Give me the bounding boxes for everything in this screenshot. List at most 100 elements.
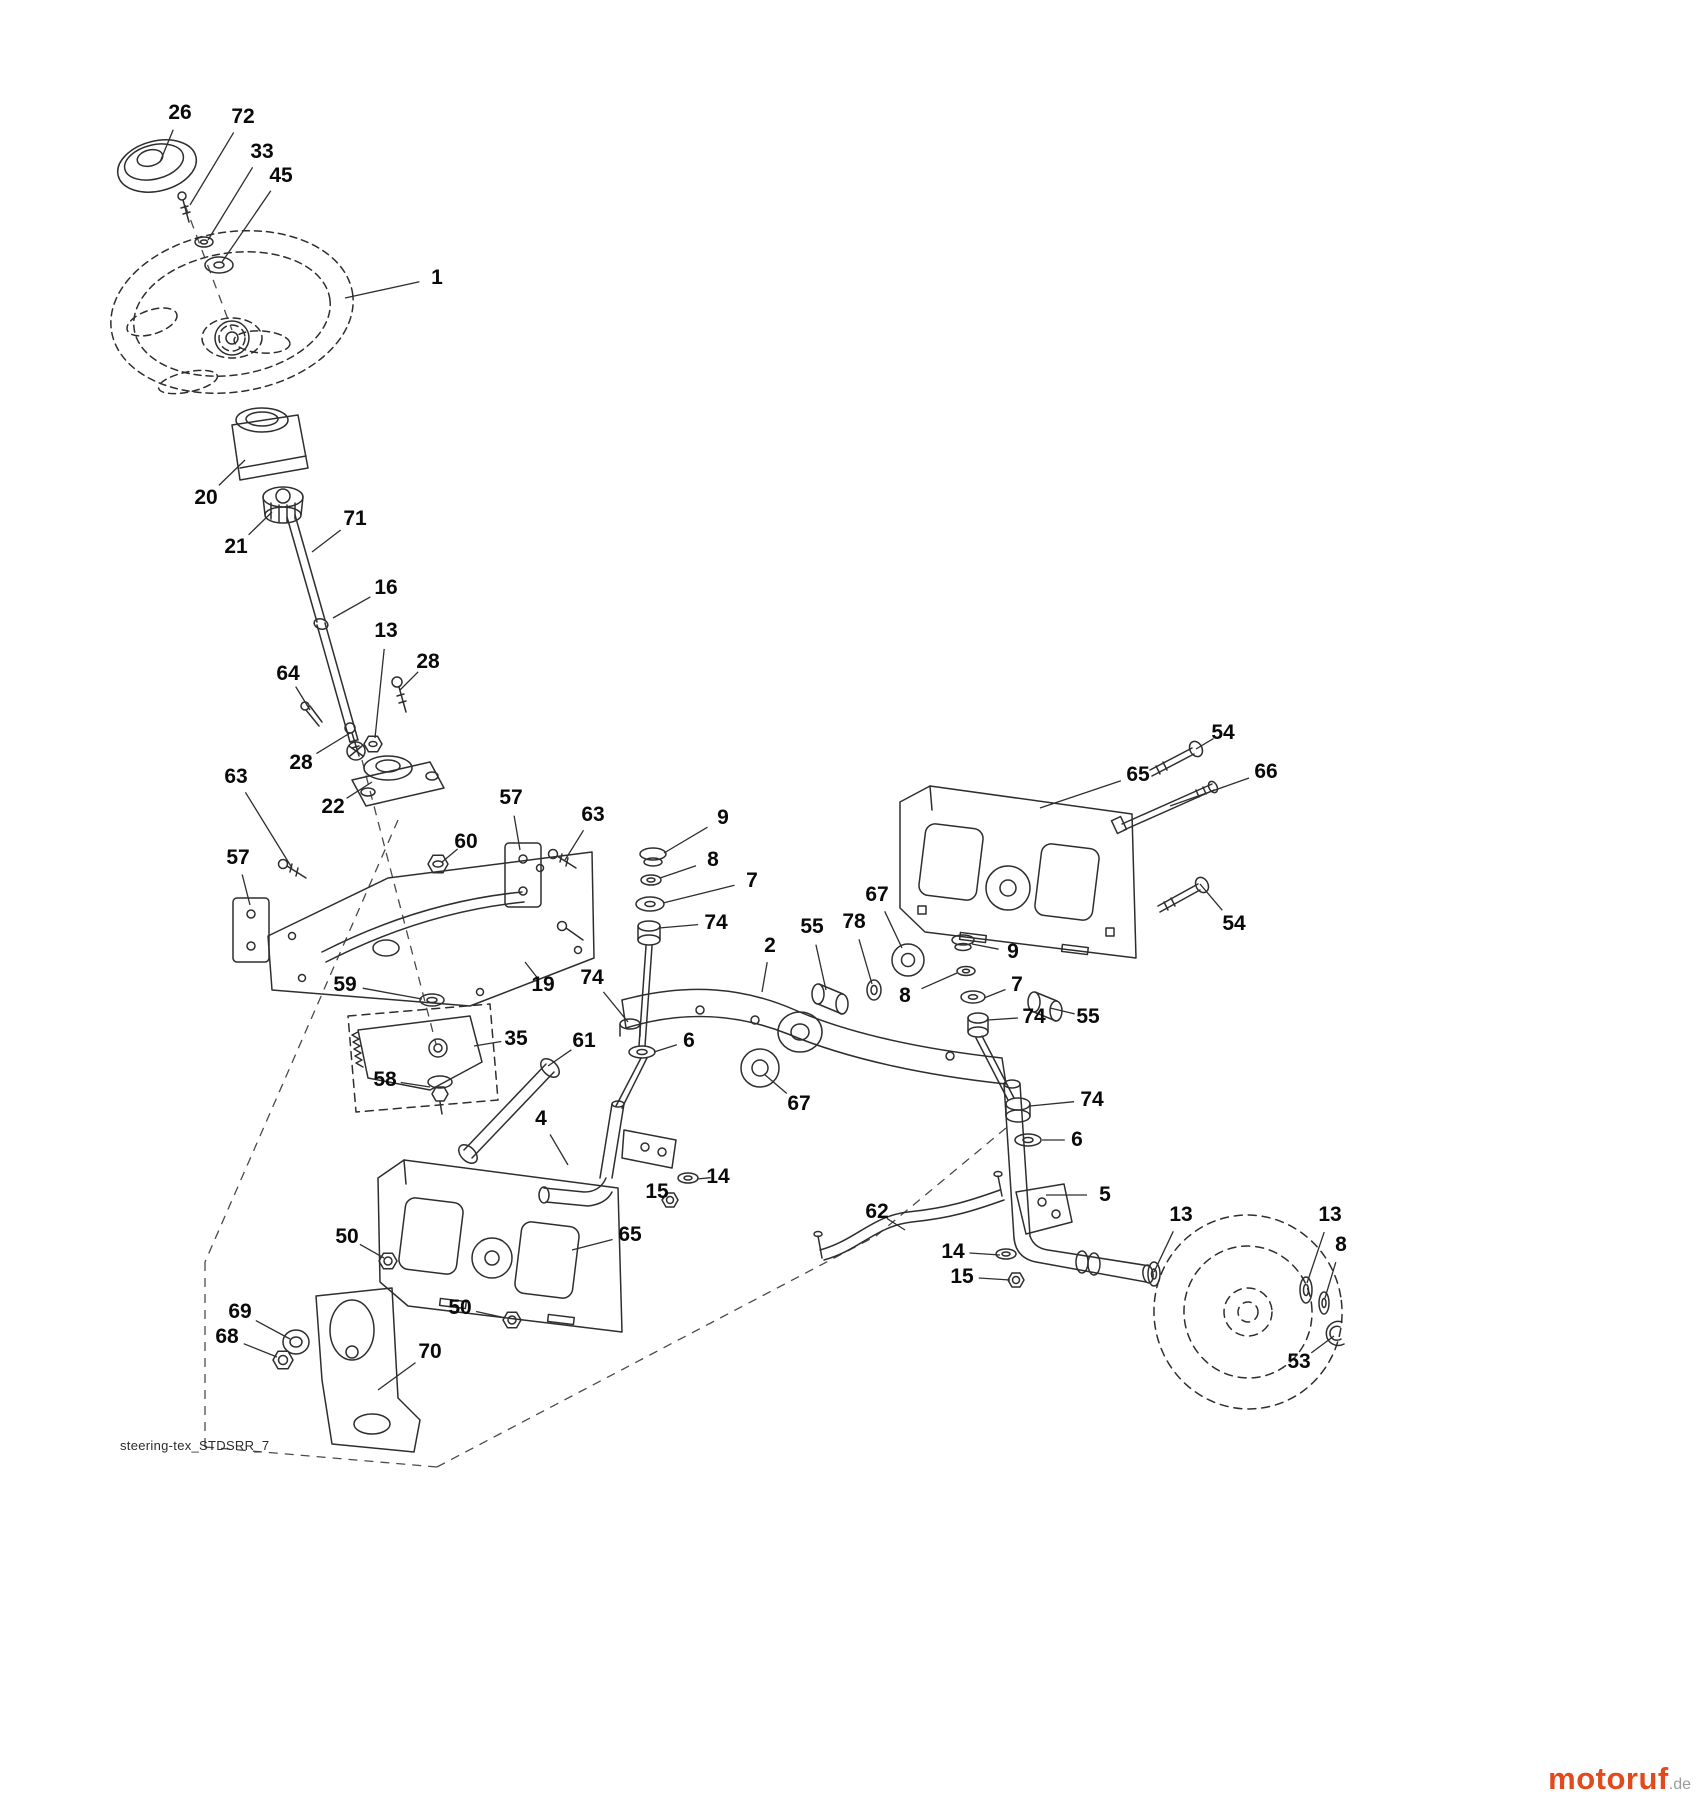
cotter-pin-64 — [300, 701, 323, 727]
steering-wheel-hub — [214, 320, 250, 356]
leader-line-59 — [362, 987, 423, 1000]
e-clip-53 — [1325, 1320, 1345, 1347]
leader-line-55 — [1049, 1007, 1075, 1015]
leader-line-20 — [218, 459, 246, 486]
leader-line-61 — [547, 1049, 572, 1067]
nut-50-upper — [378, 1252, 398, 1270]
leader-line-9 — [971, 943, 999, 950]
front-wheel — [1153, 1214, 1343, 1410]
nut-50-lower — [502, 1311, 522, 1329]
washer-13-mid — [1147, 1261, 1161, 1287]
steering-column-boot — [231, 407, 309, 481]
washer-14-right — [995, 1248, 1017, 1260]
leader-line-74 — [602, 991, 629, 1023]
washer-13-far — [1299, 1276, 1313, 1304]
spindle-left — [538, 1100, 677, 1207]
leader-line-14 — [696, 1177, 711, 1180]
watermark-tld: .de — [1668, 1776, 1691, 1793]
screw-63-left — [277, 858, 307, 879]
leader-line-8 — [1324, 1262, 1337, 1299]
leader-line-60 — [441, 848, 459, 863]
leader-line-7 — [662, 884, 735, 904]
leader-line-13 — [374, 648, 385, 739]
keeper-plate-57-left — [232, 897, 270, 963]
watermark-brand: motoruf — [1548, 1761, 1669, 1796]
leader-line-70 — [377, 1362, 416, 1391]
leader-line-2 — [761, 961, 768, 993]
leader-line-67 — [884, 911, 903, 949]
leader-line-35 — [473, 1040, 502, 1047]
flange-nut-13 — [363, 735, 383, 753]
leader-line-1 — [344, 281, 420, 299]
leader-line-54 — [1199, 883, 1223, 911]
leader-line-62 — [886, 1217, 906, 1231]
sector-gear-35 — [347, 1003, 499, 1113]
leader-line-13 — [1153, 1231, 1174, 1273]
bearing-69 — [282, 1329, 310, 1355]
washer-33 — [194, 236, 214, 248]
leader-line-57 — [241, 874, 251, 906]
leader-line-28 — [316, 732, 351, 755]
leader-line-50 — [359, 1243, 385, 1259]
washer-14-left — [677, 1172, 699, 1184]
front-axle — [621, 988, 1007, 1085]
bearing-plate-22 — [351, 755, 445, 807]
steering-boot-adapter — [262, 486, 304, 524]
leader-line-58 — [400, 1081, 431, 1088]
leader-line-53 — [1310, 1335, 1335, 1354]
kingpin-stack-right — [951, 934, 1015, 1101]
leader-line-6 — [653, 1044, 677, 1053]
leader-line-68 — [243, 1343, 278, 1358]
leader-line-28 — [399, 671, 419, 691]
leader-line-57 — [513, 815, 521, 851]
leader-line-7 — [983, 988, 1006, 999]
nut-68 — [272, 1350, 294, 1370]
cap-screw-72 — [177, 191, 191, 223]
leader-line-13 — [1306, 1231, 1325, 1284]
steering-shaft — [286, 514, 366, 761]
diagram-caption: steering-tex_STDSRR_7 — [120, 1438, 270, 1453]
leader-line-22 — [346, 781, 373, 799]
leader-line-8 — [921, 972, 958, 990]
steering-wheel-cap — [116, 139, 198, 193]
leader-lines — [159, 129, 1337, 1391]
bolt-54-bottom — [1157, 876, 1210, 913]
bolt-28-right — [391, 676, 407, 713]
leader-line-66 — [1169, 777, 1250, 807]
leader-line-63 — [244, 791, 293, 869]
bracket-70 — [315, 1287, 421, 1453]
leader-line-72 — [189, 132, 235, 206]
leader-line-45 — [221, 190, 272, 263]
leader-line-50 — [475, 1310, 507, 1319]
leader-line-71 — [311, 529, 342, 553]
leader-line-14 — [969, 1252, 1001, 1256]
leader-line-64 — [295, 686, 311, 711]
nut-15-left — [661, 1192, 679, 1208]
dash-plate-19 — [267, 851, 595, 1007]
shaft-66 — [1110, 780, 1219, 835]
leader-line-54 — [1195, 738, 1214, 750]
bushing-59 — [419, 993, 445, 1007]
leader-line-65 — [571, 1238, 613, 1251]
spindle-right — [1003, 1079, 1154, 1284]
washer-8-far — [1318, 1291, 1330, 1315]
leader-line-67 — [763, 1073, 788, 1094]
leader-line-15 — [659, 1194, 665, 1200]
washer-45 — [204, 256, 234, 274]
watermark-motoruf: motoruf.de — [1548, 1763, 1691, 1794]
leader-line-19 — [524, 961, 538, 978]
nut-15-right — [1007, 1272, 1025, 1288]
leader-line-63 — [564, 829, 585, 861]
leader-line-16 — [332, 596, 371, 619]
leader-line-55 — [815, 944, 827, 991]
nut-60 — [427, 854, 449, 874]
drag-link — [813, 1170, 1005, 1261]
leader-line-8 — [659, 865, 697, 879]
leader-line-78 — [858, 939, 873, 985]
leader-line-21 — [248, 511, 273, 536]
bolt-54-top — [1149, 740, 1204, 777]
leader-line-9 — [663, 826, 708, 854]
tie-rod — [458, 1058, 560, 1164]
leader-line-4 — [549, 1134, 569, 1166]
